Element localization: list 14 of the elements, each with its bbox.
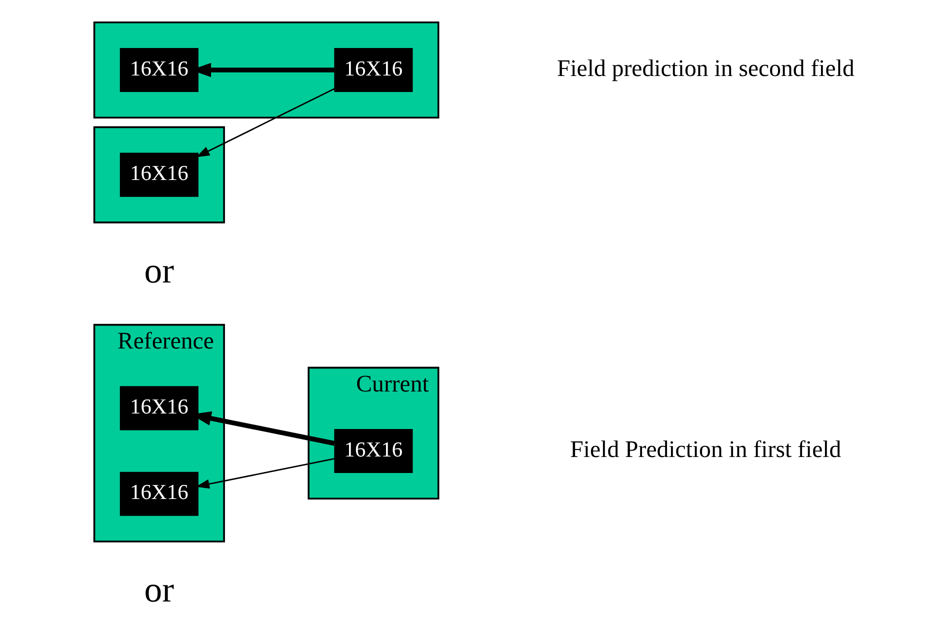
- arrow: [196, 458, 335, 489]
- arrow: [196, 88, 335, 158]
- cluster: [93, 126, 225, 224]
- node-box: 16X16: [334, 48, 413, 92]
- cluster: [93, 22, 440, 119]
- node-box: 16X16: [120, 152, 198, 197]
- label: or: [144, 250, 174, 291]
- node-box: 16X16: [120, 48, 198, 92]
- label: or: [144, 570, 174, 610]
- label: Field prediction in second field: [556, 56, 854, 82]
- node-box: 16X16: [120, 472, 198, 516]
- node-box: 16X16: [334, 429, 413, 474]
- node-box: 16X16: [120, 386, 198, 430]
- label: Field Prediction in first field: [570, 436, 842, 463]
